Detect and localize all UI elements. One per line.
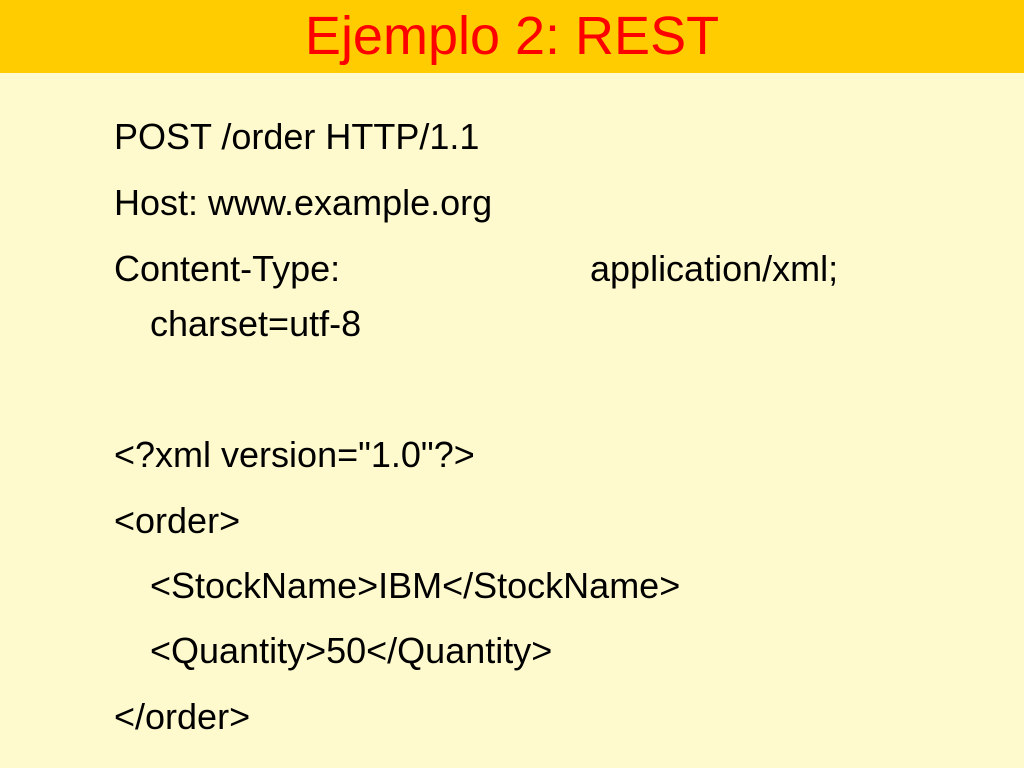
order-close-tag: </order>	[114, 696, 251, 737]
stock-name-element: <StockName>IBM</StockName>	[150, 565, 681, 606]
host-header: Host: www.example.org	[114, 182, 493, 223]
content-type-label: Content-Type:	[114, 248, 341, 289]
request-line: POST /order HTTP/1.1	[114, 116, 480, 157]
xml-declaration: <?xml version="1.0"?>	[114, 434, 475, 475]
content-type-continuation: charset=utf-8	[150, 303, 362, 344]
content-type-value: application/xml;	[590, 248, 839, 289]
title-bar	[0, 0, 1024, 73]
order-open-tag: <order>	[114, 500, 241, 541]
quantity-element: <Quantity>50</Quantity>	[150, 630, 553, 671]
slide-title: Ejemplo 2: REST	[304, 6, 720, 66]
